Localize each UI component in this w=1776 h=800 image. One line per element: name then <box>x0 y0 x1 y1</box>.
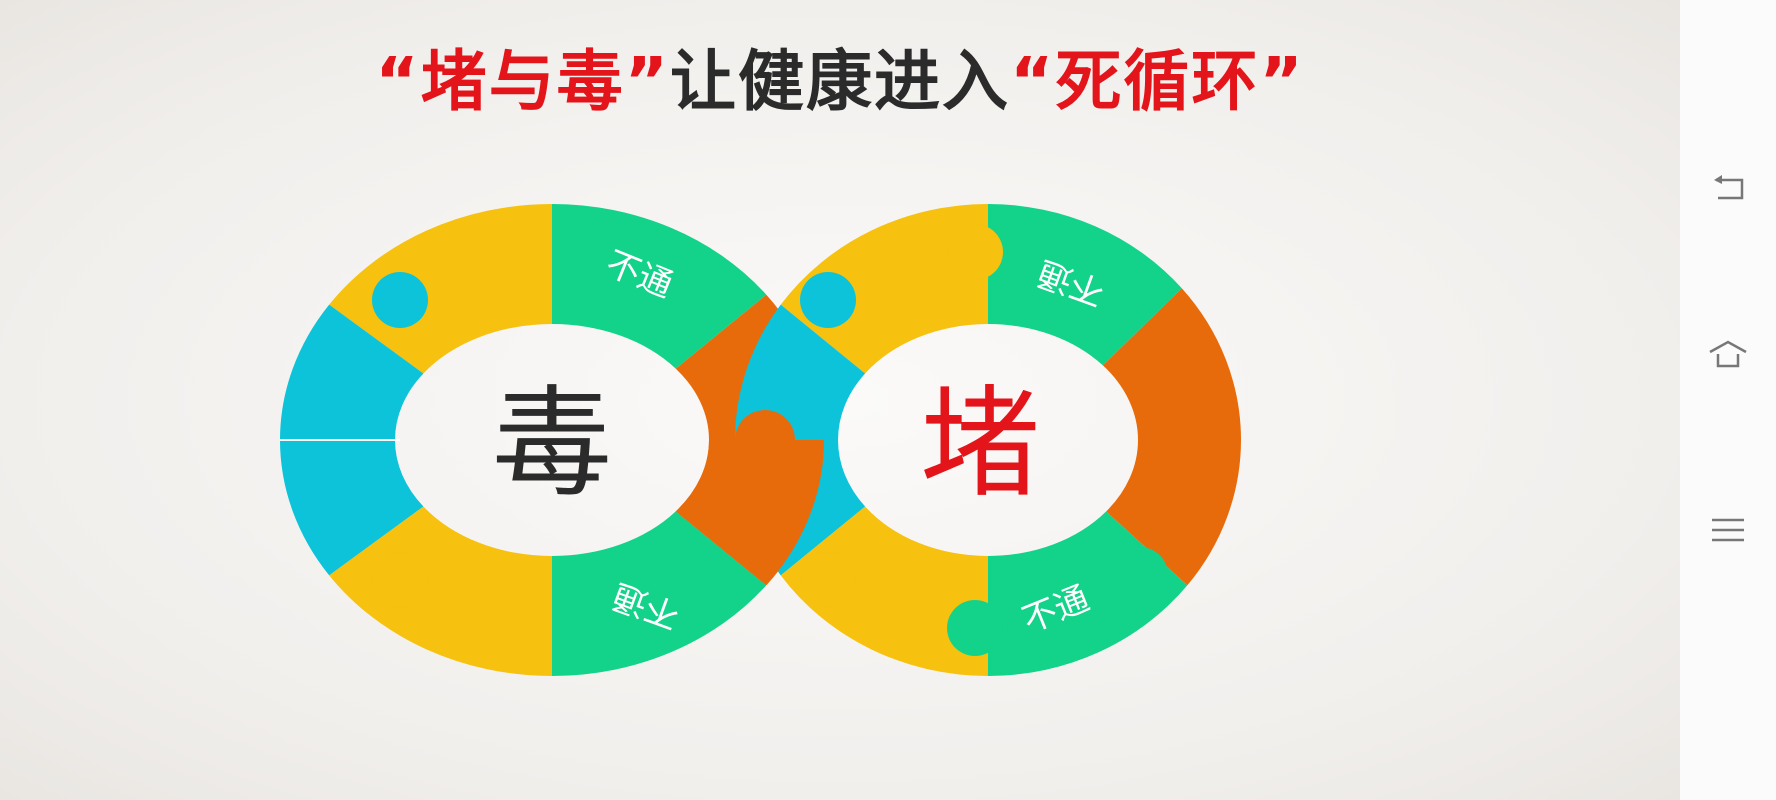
segment-orange <box>1106 440 1241 586</box>
menu-icon <box>1712 518 1744 542</box>
puzzle-tab <box>947 600 1003 656</box>
segment-blue <box>735 304 866 440</box>
puzzle-tab <box>800 272 856 328</box>
puzzle-tab <box>372 272 428 328</box>
title-dark-part: 让健康进入 <box>670 43 1010 120</box>
segment-blue <box>280 304 424 440</box>
center-char-du-block: 堵 <box>920 375 1040 514</box>
segment-orange <box>675 440 824 586</box>
puzzle-tab <box>800 552 856 608</box>
puzzle-tab <box>1112 547 1168 603</box>
title-quote: “ <box>1010 43 1056 120</box>
home-icon <box>1709 340 1747 368</box>
puzzle-tab <box>735 410 795 470</box>
left-ring-overlap <box>675 410 824 586</box>
puzzle-tab <box>677 547 733 603</box>
infinity-puzzle-diagram: 毒 堵 不通 不通 不通 不通 <box>280 204 1241 676</box>
back-button[interactable] <box>1708 172 1748 212</box>
segment-yellow <box>780 204 988 374</box>
segment-green <box>552 204 767 369</box>
puzzle-tab <box>372 552 428 608</box>
segment-yellow <box>329 506 552 676</box>
title-red-part-1: 堵与毒 <box>420 43 625 120</box>
segment-yellow <box>780 506 988 676</box>
slide: “堵与毒”让健康进入“死循环” 毒 堵 不通 不通 不通 不通 <box>0 0 1680 800</box>
menu-button[interactable] <box>1708 512 1748 552</box>
slide-title: “堵与毒”让健康进入“死循环” <box>0 28 1680 124</box>
title-quote: “ <box>375 43 421 120</box>
title-quote: ” <box>624 43 670 120</box>
android-nav-bar <box>1680 0 1776 800</box>
home-button[interactable] <box>1708 334 1748 374</box>
back-icon <box>1714 175 1744 200</box>
title-quote: ” <box>1259 43 1305 120</box>
segment-orange <box>1102 288 1241 440</box>
segment-green <box>988 204 1182 366</box>
right-ring <box>735 204 1241 676</box>
segment-blue <box>280 440 424 576</box>
segment-yellow <box>329 204 552 374</box>
puzzle-tab <box>947 224 1003 280</box>
center-char-du-poison: 毒 <box>492 375 612 514</box>
title-red-part-2: 死循环 <box>1055 43 1260 120</box>
